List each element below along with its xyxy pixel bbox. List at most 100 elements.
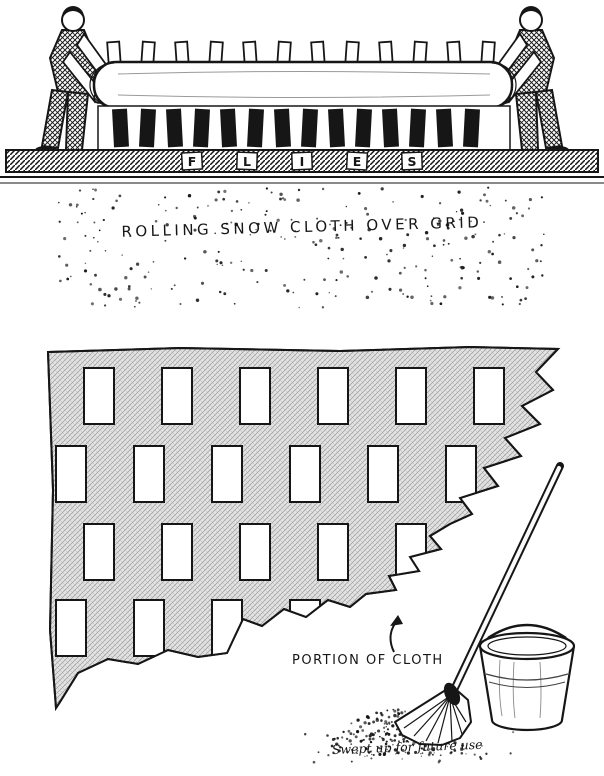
cloth-label: PORTION OF CLOTH [292,653,444,668]
swept-speck [414,750,418,754]
snow-speck [335,233,339,237]
snow-speck [479,261,482,264]
cloth-hole [211,445,243,503]
snow-speck [503,233,506,235]
snow-speck [83,269,88,273]
swept-speck [337,749,341,753]
swept-speck [351,752,354,754]
snow-speck [255,228,257,231]
snow-speck [147,271,150,273]
swept-speck [420,755,423,757]
snow-speck [515,212,519,215]
swept-speck [369,735,371,738]
snow-speck [183,257,187,260]
snow-speck [92,197,95,201]
snow-speck [430,295,433,298]
cloth-hole [395,367,427,425]
snow-speck [460,276,464,280]
snow-speck [230,221,233,224]
swept-speck [389,738,392,741]
snow-speck [96,240,99,243]
swept-speck [378,752,382,756]
snow-speck [143,275,147,279]
swept-speck [453,749,457,752]
snow-speck [433,244,436,248]
swept-speck [398,740,400,742]
snow-dots [57,186,545,309]
snow-speck [193,216,197,220]
snow-speck [509,216,513,220]
snow-speck [425,237,430,241]
swept-speck [381,738,385,742]
snow-speck [292,291,295,294]
swept-speck [385,722,389,726]
snow-speck [489,204,492,207]
cloth-slot-dark [301,108,318,148]
snow-speck [240,260,243,263]
bucket-handle [487,623,567,640]
snow-speck [214,232,216,235]
snow-speck [346,275,349,278]
snow-speck [340,247,344,252]
swept-speck [345,750,349,753]
swept-speck [420,747,423,750]
snow-speck [129,235,131,237]
snow-speck [357,192,361,195]
snow-speck [439,302,443,306]
snow-speck [223,189,227,193]
swept-speck [371,753,373,756]
swept-speck [431,753,434,756]
snow-speck [59,279,62,283]
snow-speck [492,240,495,243]
snow-speck [290,218,293,221]
snow-speck [170,287,173,290]
snow-speck [150,288,152,290]
snow-speck [207,205,209,207]
swept-speck [381,737,383,739]
snow-speck [65,263,69,267]
snow-speck [114,287,118,291]
snow-speck [403,266,406,269]
snow-speck [398,271,402,275]
snow-speck [187,194,192,198]
snow-speck [152,261,155,263]
swept-speck [369,740,373,744]
swept-speck [388,745,390,748]
swept-speck [393,734,397,738]
snow-speck [230,261,233,264]
snow-speck [124,276,128,280]
right-figure-hair [520,6,542,22]
cloth-hole [55,599,87,657]
snow-speck [366,212,370,216]
snow-speck [98,229,101,232]
swept-speck [390,739,394,743]
snow-speck [392,201,394,203]
cloth-hole [161,523,193,581]
cloth-hole [161,367,193,425]
snow-speck [234,222,239,227]
swept-speck [348,739,352,743]
swept-speck [363,721,367,725]
swept-speck [385,740,388,743]
snow-speck [264,269,268,272]
snow-speck [491,252,494,256]
snow-speck [424,277,427,280]
swept-speck [485,752,488,755]
snow-speck [115,199,118,203]
snow-speck [222,197,226,201]
cloth-slot-dark [355,108,372,148]
snow-speck [461,211,465,215]
cloth-slot-dark [139,108,156,148]
cloth-hole [367,445,399,503]
snow-speck [406,295,409,298]
swept-speck [352,733,355,736]
snow-speck [230,209,234,213]
snow-speck [464,236,468,240]
swept-speck [438,759,441,763]
swept-speck [411,743,414,746]
snow-speck [497,260,502,264]
snow-speck [164,209,167,212]
swept-speck [330,744,334,748]
swept-speck [404,710,407,713]
swept-speck [428,754,431,757]
